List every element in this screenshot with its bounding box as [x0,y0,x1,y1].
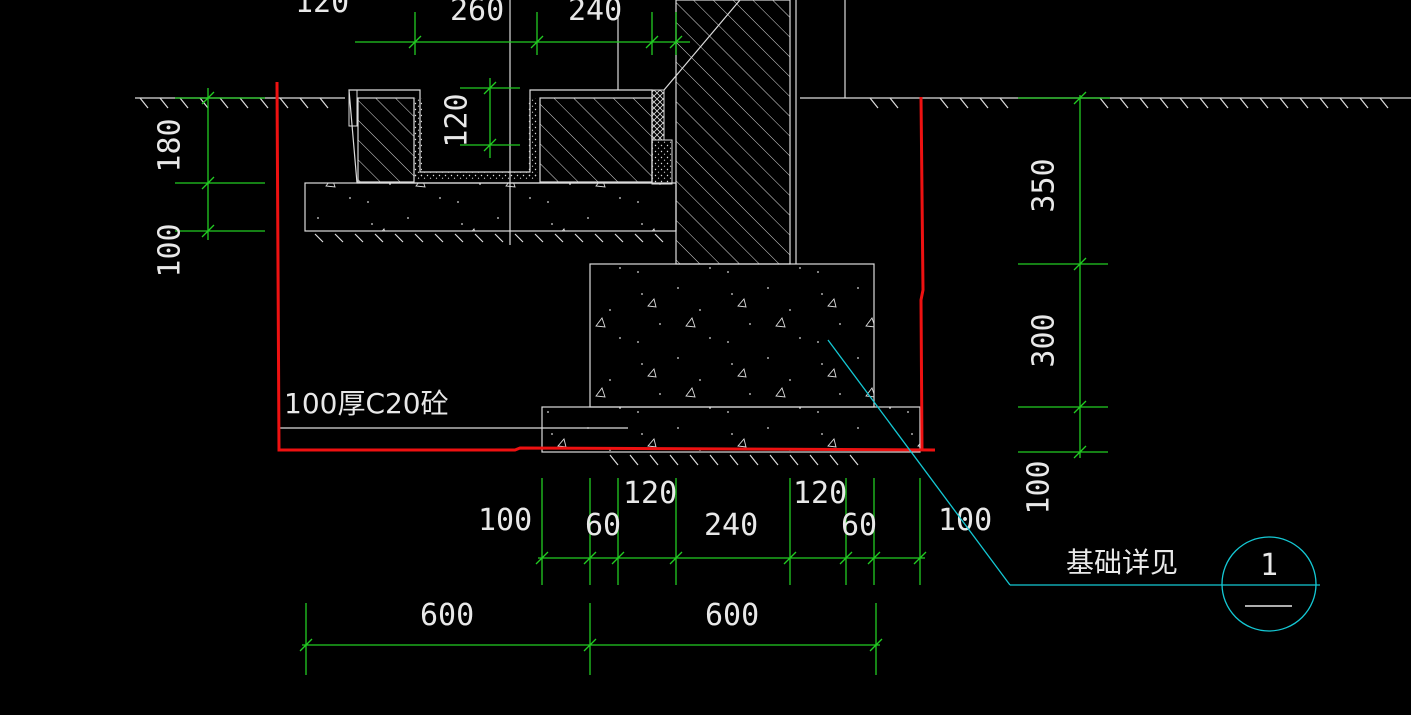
left-dimension-lines [175,88,265,240]
detail-callout-bubble[interactable]: 1 [1221,536,1317,632]
detail-leader [827,339,1320,586]
right-dimension-lines [1018,91,1110,459]
left-dimension-labels: 180 100 [153,118,188,277]
bottom-dim-60-left: 60 [585,508,621,543]
trench-dim-120: 120 [440,93,475,147]
left-dim-180: 180 [153,118,188,172]
top-dimension-lines [355,12,690,55]
right-dim-100: 100 [1022,460,1057,514]
bottom-dimension-row-1 [535,478,927,585]
ground-lines [135,97,1411,109]
excavation-outline [275,81,936,452]
top-dim-260: 260 [450,0,504,28]
top-dim-240: 240 [568,0,622,28]
trench-depth-dimension [460,78,520,158]
bottom-dim-120-right: 120 [793,476,847,511]
footing-base-slab [280,406,921,466]
bottom-dim-120-left: 120 [623,476,677,511]
detail-note: 基础详见 [1066,546,1178,579]
right-dim-300: 300 [1027,313,1062,367]
right-dim-350: 350 [1027,158,1062,212]
right-dimension-labels: 350 300 100 [1022,158,1062,514]
bottom-dim-600-left: 600 [420,598,474,633]
top-dimension-labels: 120 260 240 120 [295,0,622,148]
footing-block [589,263,875,408]
bottom-dim-100-left: 100 [478,503,532,538]
brick-wall [675,0,846,265]
drainage-channel [348,0,741,245]
left-dim-100: 100 [153,223,188,277]
detail-number: 1 [1260,548,1278,583]
bottom-dimension-row-2 [299,603,883,675]
bottom-dim-100-right: 100 [938,503,992,538]
bottom-dimension-labels: 100 60 120 240 120 60 100 600 600 [420,476,992,633]
bottom-dim-600-right: 600 [705,598,759,633]
top-dim-120: 120 [295,0,349,20]
bottom-dim-240: 240 [704,508,758,543]
bedding-slab [304,182,677,243]
bottom-dim-60-right: 60 [841,508,877,543]
slab-note: 100厚C20砼 [284,387,449,420]
